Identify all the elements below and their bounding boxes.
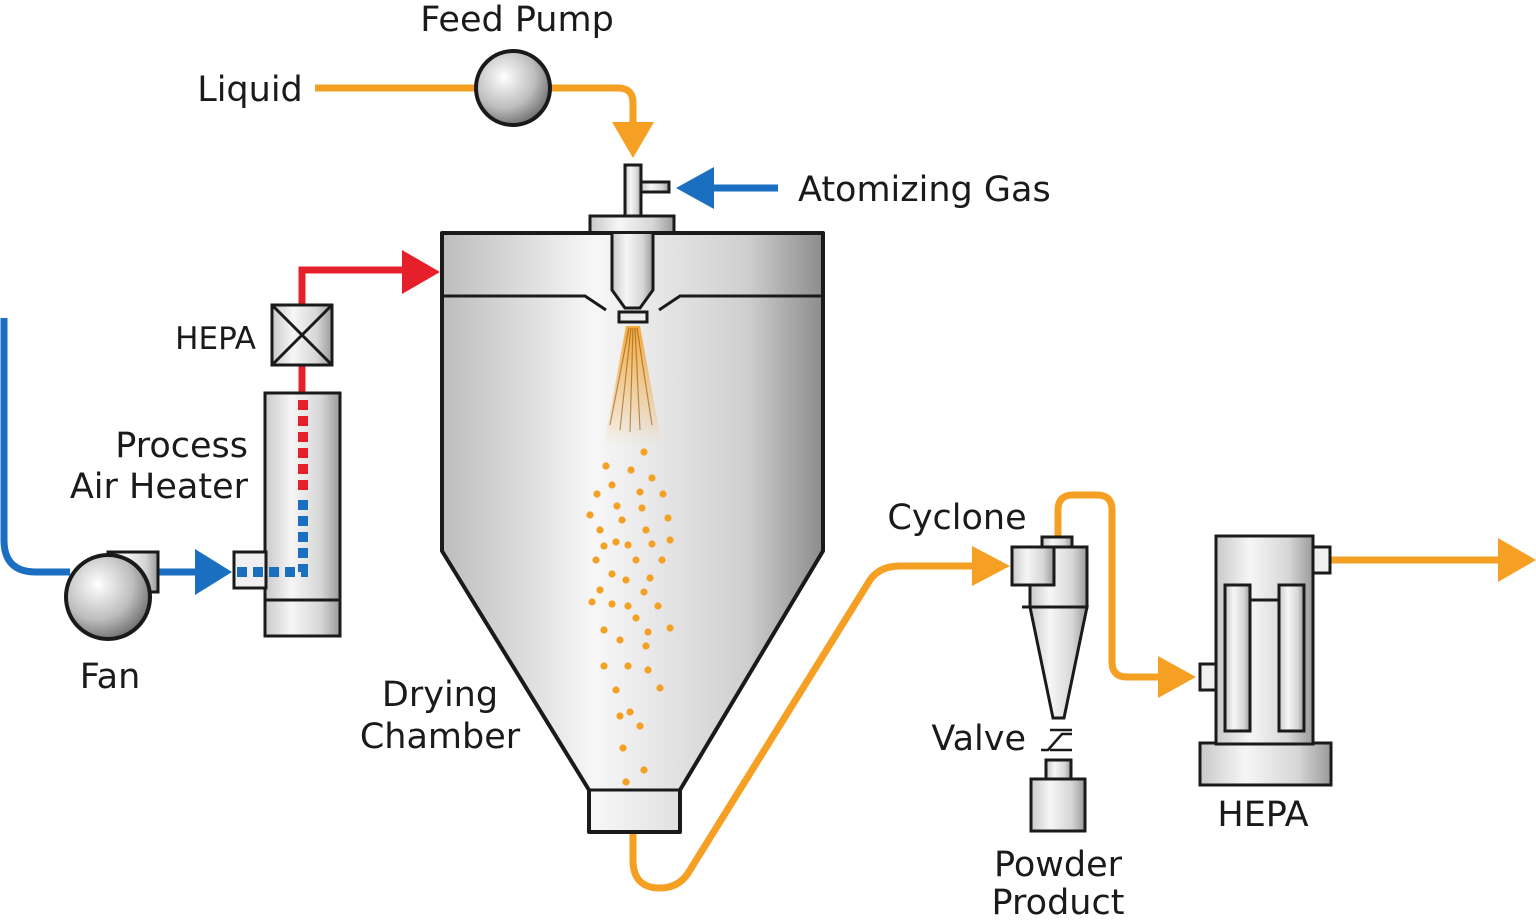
process-air-heater-label-line2: Air Heater xyxy=(70,467,249,507)
hepa-inlet-label: HEPA xyxy=(175,321,256,357)
process-air-heater xyxy=(232,391,342,638)
powder-product-label-line2: Product xyxy=(992,883,1125,920)
fan-label: Fan xyxy=(80,657,141,697)
atomizer-nozzle xyxy=(588,163,676,236)
process-air-heater-label-line1: Process xyxy=(115,426,248,466)
valve-icon xyxy=(1041,728,1072,752)
liquid-feed-arrowhead xyxy=(612,122,654,158)
cyclone-separator xyxy=(1010,535,1089,720)
drying-chamber-label-line1: Drying xyxy=(382,675,498,715)
powder-product-label-line1: Powder xyxy=(994,845,1123,885)
atomizing-gas-label: Atomizing Gas xyxy=(798,170,1051,210)
cyclone-label: Cyclone xyxy=(887,498,1026,538)
drying-chamber xyxy=(440,231,825,834)
hepa-inlet-arrowhead xyxy=(1158,656,1196,698)
powder-droplets xyxy=(586,448,674,786)
feed-pump-label: Feed Pump xyxy=(420,0,614,40)
valve-label: Valve xyxy=(931,719,1026,759)
powder-product-container xyxy=(1029,758,1087,833)
cyclone-to-hepa-line xyxy=(1054,491,1160,681)
chamber-to-cyclone-line xyxy=(629,562,975,892)
cyclone-inlet-arrowhead xyxy=(972,546,1010,586)
atomizing-gas-arrowhead xyxy=(676,167,714,209)
heater-inlet-arrowhead xyxy=(195,549,232,595)
hepa-outlet-label: HEPA xyxy=(1217,795,1308,835)
process-air-inlet-line xyxy=(0,318,70,576)
liquid-label: Liquid xyxy=(197,70,303,110)
liquid-feed-line xyxy=(315,84,637,122)
feed-pump-icon xyxy=(474,49,552,127)
outlet-hepa-filter xyxy=(1198,534,1333,787)
inlet-hepa-filter-icon xyxy=(270,303,334,367)
heated-air-line xyxy=(298,266,410,392)
spray-cone xyxy=(604,326,662,445)
drying-chamber-label-line2: Chamber xyxy=(360,717,521,757)
exhaust-arrowhead xyxy=(1498,538,1536,582)
chamber-inlet-arrowhead xyxy=(402,250,440,294)
fan-icon xyxy=(64,550,160,641)
